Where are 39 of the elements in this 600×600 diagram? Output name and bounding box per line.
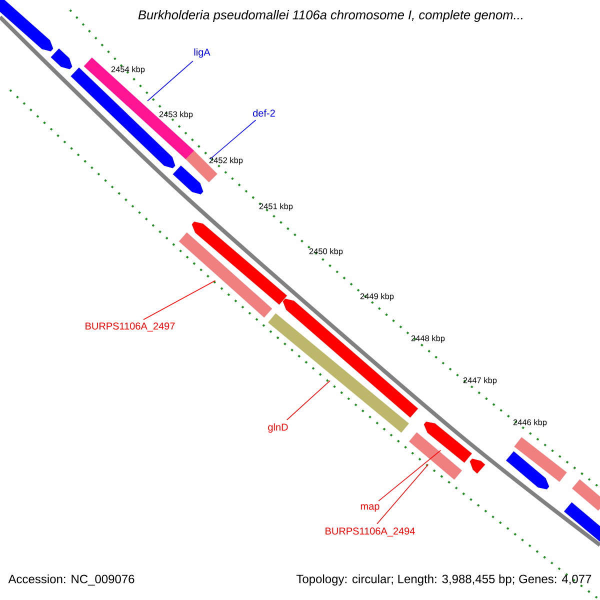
- gene-label: BURPS1106A_2497: [86, 322, 175, 332]
- gene-label: glnD: [268, 423, 288, 433]
- gene-block: [470, 458, 486, 474]
- topology-text: Topology: circular; Length: 3,988,455 bp; Genes: 4,077: [296, 574, 592, 586]
- gene-label: def-2: [253, 109, 275, 117]
- leader-line: [286, 380, 330, 420]
- gene-block: [506, 451, 550, 490]
- scale-label: 2446 kbp: [513, 419, 547, 427]
- gene-bar: [408, 432, 462, 480]
- scale-label: 2454 kbp: [111, 66, 145, 74]
- gene-block: [192, 222, 288, 305]
- scale-label: 2450 kbp: [309, 248, 343, 256]
- gene-bar: [84, 57, 194, 160]
- scale-label: 2447 kbp: [463, 377, 497, 385]
- scale-label: 2448 kbp: [411, 335, 445, 343]
- gene-block: [172, 165, 204, 194]
- gene-block: [70, 68, 176, 168]
- accession-text: Accession: NC_009076: [8, 574, 134, 586]
- scale-label: 2452 kbp: [209, 157, 243, 165]
- leader-line: [143, 280, 216, 320]
- leader-line: [210, 120, 256, 160]
- gene-bar: [572, 479, 600, 511]
- scale-label: 2451 kbp: [259, 203, 293, 211]
- gene-label: ligA: [194, 48, 210, 58]
- gene-bar: [514, 437, 567, 482]
- leader-line: [378, 450, 442, 502]
- gene-block: [0, 0, 54, 52]
- scale-label: 2453 kbp: [159, 111, 193, 119]
- gene-bar: [268, 313, 409, 433]
- leader-line: [147, 60, 194, 102]
- gene-block: [424, 422, 472, 463]
- gene-block: [50, 48, 72, 70]
- leader-line: [376, 464, 428, 524]
- title: Burkholderia pseudomallei 1106a chromosome I, complete genom...: [136, 8, 526, 24]
- gene-bar: [178, 232, 272, 318]
- gene-label: BURPS1106A_2494: [326, 528, 415, 536]
- gene-label: map: [360, 504, 380, 512]
- gene-bar: [564, 502, 600, 544]
- scale-label: 2449 kbp: [360, 293, 394, 301]
